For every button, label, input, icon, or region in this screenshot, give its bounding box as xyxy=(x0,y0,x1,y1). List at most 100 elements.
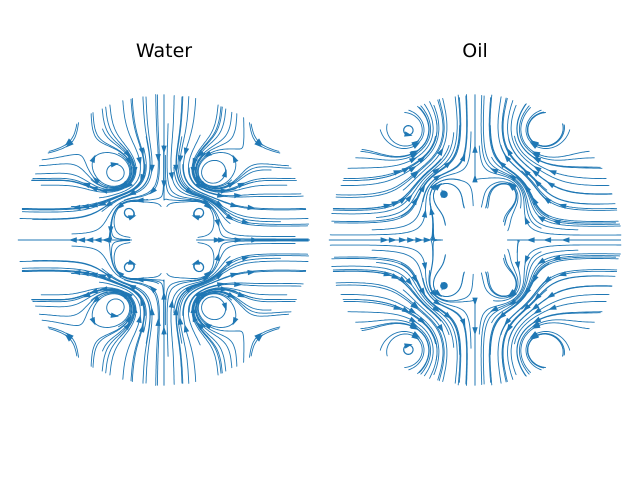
streamline xyxy=(340,104,440,186)
streamline xyxy=(501,275,601,383)
streamline-arrow xyxy=(405,194,413,203)
streamline-arrow xyxy=(234,193,243,199)
streamline xyxy=(106,298,125,317)
streamline-arrow xyxy=(490,168,499,175)
streamline-arrow xyxy=(443,311,452,320)
streamplot-oil xyxy=(328,94,622,386)
streamline-arrow xyxy=(149,164,155,173)
streamline-arrow xyxy=(558,203,567,209)
streamline-arrow xyxy=(443,160,452,169)
streamline-arrow xyxy=(136,156,142,166)
streamline-arrow xyxy=(408,165,417,173)
streamline xyxy=(360,107,430,158)
streamline-arrow xyxy=(533,165,542,173)
streamline-arrow xyxy=(254,332,263,340)
streamline-arrow xyxy=(177,155,184,164)
streamline xyxy=(194,290,272,369)
streamline-arrow xyxy=(241,255,251,262)
streamline-arrow xyxy=(532,151,541,158)
streamline-arrow xyxy=(214,218,220,228)
streamline-arrow xyxy=(138,324,145,333)
streamline xyxy=(360,322,430,373)
streamline-arrow xyxy=(72,204,81,211)
streamline-arrow xyxy=(89,316,96,326)
streamline xyxy=(329,131,472,236)
streamline-arrow xyxy=(433,289,442,297)
streamline-arrow xyxy=(82,291,91,298)
streamline xyxy=(330,220,434,241)
streamline-arrow xyxy=(552,219,561,226)
streamline-arrow xyxy=(534,293,542,301)
streamline-arrow xyxy=(136,314,142,324)
streamline-arrow xyxy=(546,181,555,189)
streamline-arrow xyxy=(548,170,557,176)
streamline xyxy=(250,328,280,357)
streamline xyxy=(520,322,590,373)
streamline-arrow xyxy=(522,168,531,177)
streamline xyxy=(491,156,621,227)
streamline-arrow xyxy=(391,273,400,280)
streamline-arrow xyxy=(411,331,421,338)
streamline xyxy=(493,239,521,302)
streamline xyxy=(491,253,621,324)
streamline-arrow xyxy=(221,169,227,178)
streamline-arrow xyxy=(508,298,517,306)
streamline xyxy=(188,167,302,197)
streamline-arrow xyxy=(532,274,539,284)
streamline-arrow xyxy=(393,170,402,176)
streamline-arrow xyxy=(191,215,201,221)
streamline-arrow xyxy=(410,302,419,310)
streamline-arrow xyxy=(459,153,466,162)
streamline xyxy=(361,105,430,157)
streamline xyxy=(41,152,132,188)
streamline xyxy=(192,288,297,338)
streamline-arrow xyxy=(237,291,246,298)
streamline xyxy=(482,95,579,231)
streamline-arrow xyxy=(558,271,567,277)
streamline-arrow xyxy=(92,176,101,185)
streamline-arrow xyxy=(507,183,516,191)
streamline-arrow xyxy=(509,290,517,298)
streamline-arrow xyxy=(225,259,234,267)
streamline-arrow xyxy=(432,167,441,175)
streamline xyxy=(17,239,159,285)
streamline-arrow xyxy=(434,183,442,191)
streamline xyxy=(250,123,280,152)
streamline xyxy=(48,123,78,152)
streamline-arrow xyxy=(421,209,428,218)
streamline-arrow xyxy=(529,142,539,149)
streamline xyxy=(74,288,136,374)
streamline xyxy=(335,98,445,198)
streamline-arrow xyxy=(234,281,243,287)
streamline xyxy=(195,113,290,189)
streamline-arrow xyxy=(125,156,132,165)
streamline-arrow xyxy=(398,197,407,204)
streamline-arrow xyxy=(247,204,256,211)
streamline-arrow xyxy=(524,255,531,264)
streamline-arrow xyxy=(408,307,417,315)
streamline-arrow xyxy=(508,174,517,182)
streamline-arrow xyxy=(437,147,444,156)
streamline-arrow xyxy=(161,326,167,335)
streamline-arrow xyxy=(383,203,392,209)
streamline-arrow xyxy=(173,307,179,316)
streamline xyxy=(194,111,272,190)
streamline-arrow xyxy=(72,269,81,276)
streamline-arrow xyxy=(408,157,418,164)
streamline-arrow xyxy=(168,172,174,181)
streamline-arrow xyxy=(203,270,212,278)
streamline xyxy=(249,122,281,154)
streamline-arrow xyxy=(532,156,542,163)
streamline xyxy=(188,283,302,313)
streamline-arrow xyxy=(183,147,190,156)
streamline-arrow xyxy=(514,261,521,270)
streamline-arrow xyxy=(441,189,447,198)
streamline-arrow xyxy=(504,317,512,326)
streamline-arrow xyxy=(437,324,444,333)
streamline-arrow xyxy=(546,291,555,299)
streamline-arrow xyxy=(203,322,212,330)
streamline-arrow xyxy=(64,138,73,146)
streamline-arrow xyxy=(123,322,131,331)
streamline xyxy=(335,282,445,382)
